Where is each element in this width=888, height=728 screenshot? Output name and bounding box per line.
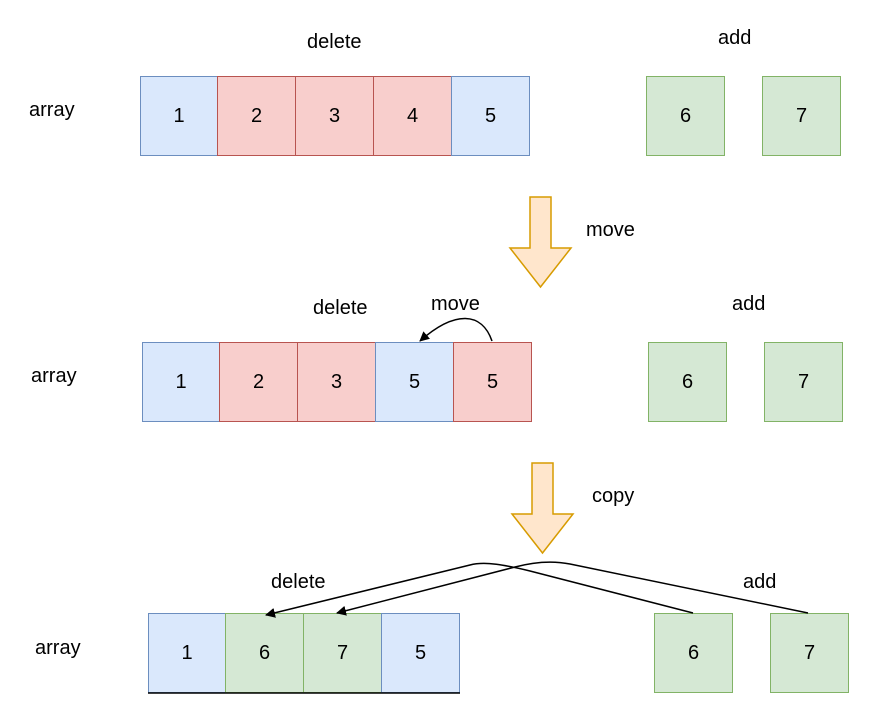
stage1-array-label: array xyxy=(29,99,75,121)
stage1-add-label: add xyxy=(718,27,752,49)
stage3-array-label: array xyxy=(35,637,81,659)
copy-arrow-7 xyxy=(336,561,809,616)
add-cell: 6 xyxy=(648,342,727,422)
stage2-add-label: add xyxy=(732,293,766,315)
array-cell: 4 xyxy=(373,76,452,156)
down-arrow-copy xyxy=(510,462,575,555)
array-cell: 5 xyxy=(453,342,532,422)
stage2-array-label: array xyxy=(31,365,77,387)
array-cell: 1 xyxy=(140,76,218,156)
add-cell: 7 xyxy=(764,342,843,422)
array-cell: 1 xyxy=(148,613,226,693)
down-arrow-move xyxy=(508,196,573,289)
stage1-delete-label: delete xyxy=(307,31,362,53)
array-cell: 3 xyxy=(297,342,376,422)
stage3-delete-label: delete xyxy=(271,571,326,593)
stage1-array: 1 2 3 4 5 xyxy=(140,76,530,156)
array-cell: 7 xyxy=(303,613,382,693)
stage2-array: 1 2 3 5 5 xyxy=(142,342,532,422)
step1-label: move xyxy=(586,219,635,241)
stage2-delete-label: delete xyxy=(313,297,368,319)
array-cell: 3 xyxy=(295,76,374,156)
array-cell: 2 xyxy=(217,76,296,156)
copy-arrow-6 xyxy=(265,562,694,618)
add-cell: 6 xyxy=(646,76,725,156)
array-cell: 5 xyxy=(451,76,530,156)
stage3-array: 1 6 7 5 xyxy=(148,613,460,693)
move-arrow xyxy=(419,317,493,342)
add-cell: 6 xyxy=(654,613,733,693)
array-cell: 2 xyxy=(219,342,298,422)
array-cell: 1 xyxy=(142,342,220,422)
stage3-add-label: add xyxy=(743,571,777,593)
array-cell: 6 xyxy=(225,613,304,693)
array-cell: 5 xyxy=(375,342,454,422)
step2-label: copy xyxy=(592,485,635,507)
stage2-move-label: move xyxy=(431,293,480,315)
array-cell: 5 xyxy=(381,613,460,693)
add-cell: 7 xyxy=(770,613,849,693)
add-cell: 7 xyxy=(762,76,841,156)
